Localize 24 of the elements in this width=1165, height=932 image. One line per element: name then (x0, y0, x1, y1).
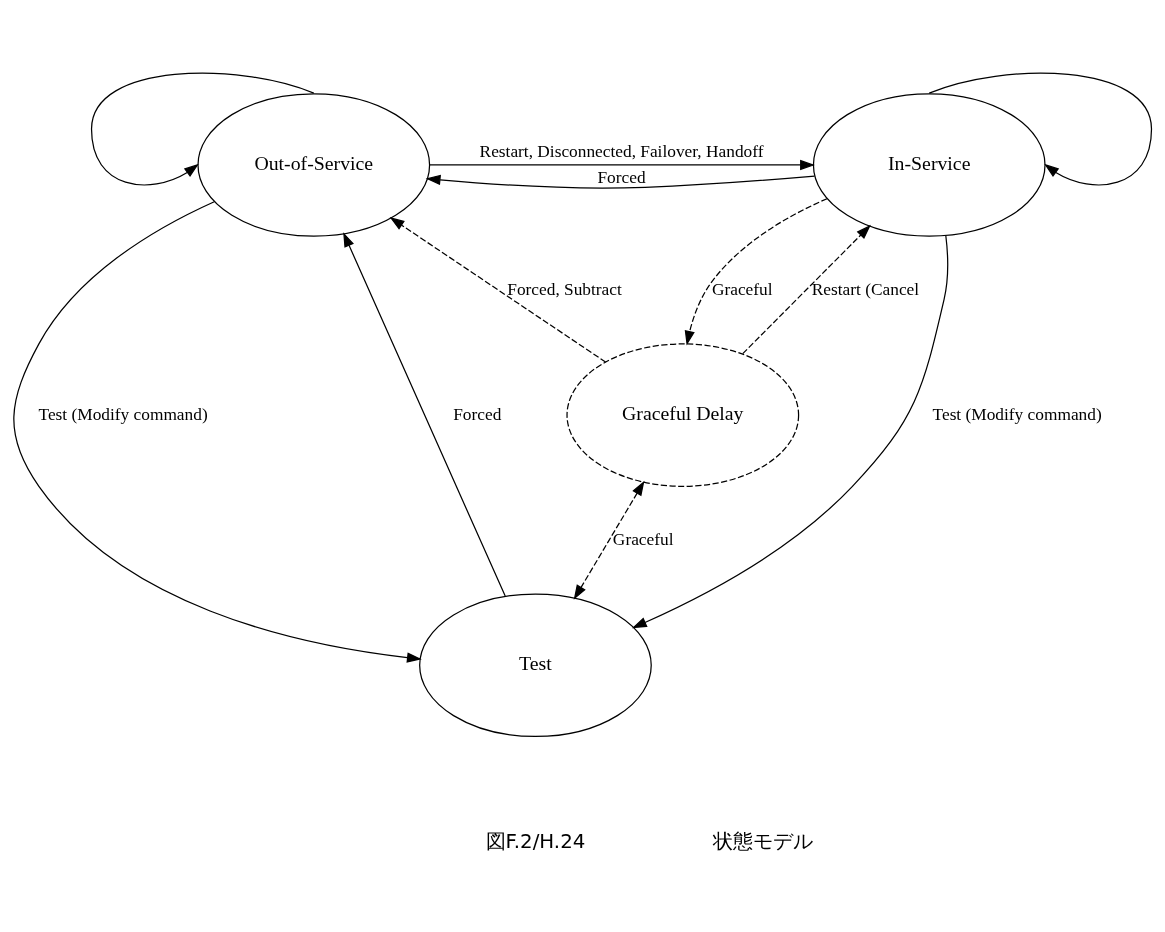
edge-label: Test (Modify command) (932, 404, 1102, 424)
edge-label: Test (Modify command) (38, 404, 208, 424)
edge-label: Forced (597, 167, 646, 187)
arrow (343, 232, 506, 597)
edge-label: Forced (453, 404, 502, 424)
node-ellipse: In-Service (812, 93, 1046, 237)
node-ellipse: Test (419, 593, 652, 738)
label: 図F.2/H.24 (485, 829, 586, 853)
arrow (742, 224, 871, 355)
arrow (429, 159, 815, 171)
edge-label: Graceful (612, 529, 674, 549)
arrow (684, 198, 828, 346)
arrow (389, 217, 607, 363)
edge-label: Graceful (711, 279, 773, 299)
arrow (425, 174, 816, 189)
label: 状態モデル (713, 829, 814, 853)
arrow (13, 201, 422, 663)
edge-label: Restart (Cancel (811, 279, 920, 299)
edge-label: Forced, Subtract (507, 279, 622, 299)
node-ellipse: Graceful Delay (566, 343, 800, 487)
edge-label: Restart, Disconnected, Failover, Handoff (479, 141, 764, 161)
node-ellipse: Out-of-Service (197, 93, 431, 237)
arrow (573, 480, 645, 600)
arrow (631, 234, 949, 629)
